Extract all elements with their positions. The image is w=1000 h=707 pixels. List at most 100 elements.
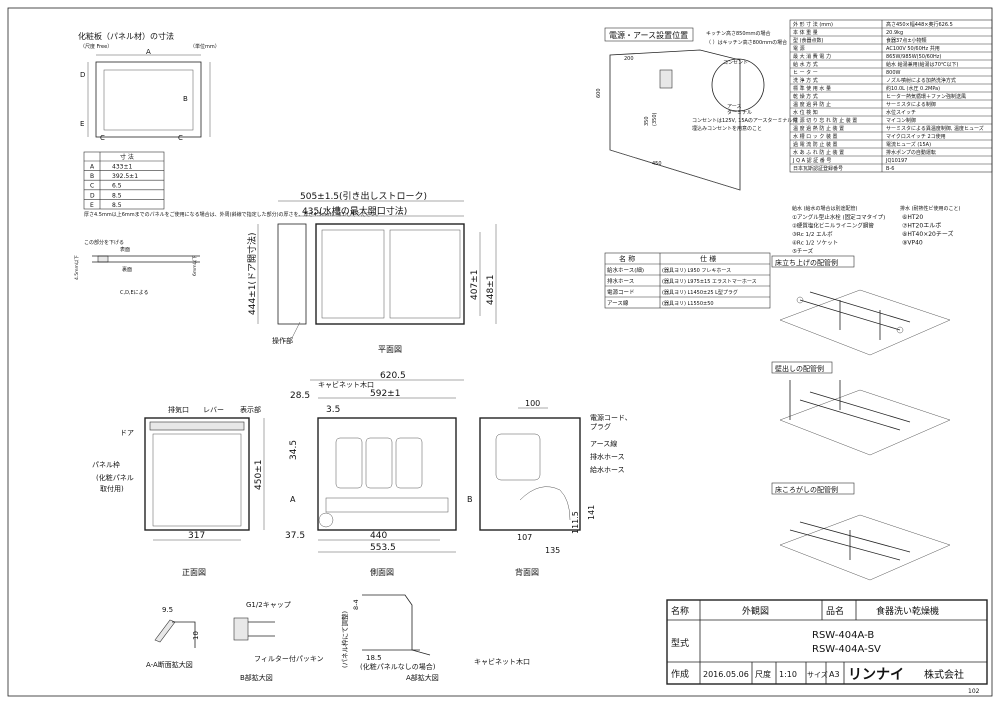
hose-row-name: アース線 (607, 299, 629, 307)
power-dim-350b: (350) (652, 113, 658, 126)
spec-row-label: 水 槽 ロ ッ ク 装 置 (793, 133, 838, 140)
panel-title: 化粧板（パネル材）の寸法 (78, 31, 174, 41)
tb-date-value: 2016.05.06 (703, 670, 749, 679)
hose-row-spec: (器具ヨリ) L1550±50 (662, 301, 714, 307)
side-title: 側面図 (370, 567, 394, 577)
front-door: ドア (120, 429, 134, 437)
plan-dim-right2: 448±1 (486, 275, 496, 305)
back-supply: 給水ホース (590, 465, 625, 474)
piping-floor-up-title: 床立ち上げの配管例 (775, 258, 838, 267)
aa-dim-10: 10 (192, 631, 200, 640)
tb-model-label: 型式 (671, 637, 689, 649)
aa-title: A-A断面拡大図 (146, 660, 193, 669)
detail-b: G1/2キャップ フィルター付パッキン B部拡大図 (233, 601, 324, 682)
side-dim-35: 3.5 (326, 405, 340, 415)
parts-drain-item: ⑧HT40×20チーズ (902, 230, 954, 238)
hose-row-name: 電源コード (607, 288, 635, 296)
panel-row-value: 8.5 (112, 192, 122, 199)
panel-row-key: B (90, 173, 94, 180)
panel-thick-left: 4.5mm以下 (74, 255, 80, 280)
panel-inner (103, 69, 194, 131)
panel-outer (95, 61, 202, 138)
power-outlet-zoom (711, 58, 765, 112)
parts-drain-title: 排水 (耐熱性ビ使用のこと) (900, 205, 961, 212)
parts-supply-item: ②硬質塩化ビニルライニング鋼管 (792, 222, 874, 230)
panel-lbl-c1: C (100, 134, 105, 142)
front-exhaust: 排気口 (168, 405, 189, 414)
front-panel-frame (152, 433, 242, 527)
parts-supply-title: 給水 (給水の場合は別途配管) (792, 205, 858, 212)
power-outlet-box (659, 69, 673, 89)
spec-row-label: 水 位 検 知 (793, 109, 818, 116)
panel-row-key: E (90, 202, 94, 209)
panel-surface: 表面 (120, 246, 130, 253)
panel-row-value: 8.5 (112, 202, 122, 209)
spec-row-value: 排水ポンプの自動運転 (886, 149, 936, 156)
side-body (317, 417, 457, 531)
spec-row-value: 給水 給湯兼用(給湯は70℃以下) (886, 61, 959, 68)
plan-dim-right: 407±1 (470, 270, 480, 300)
power-note4: 埋込みコンセントを用意のこと (692, 125, 762, 132)
tb-scale-label: 尺度 (755, 669, 771, 679)
side-dim-285: 28.5 (290, 391, 310, 401)
a-no-panel: (化粧パネルなしの場合) (360, 662, 436, 671)
spec-row-label: 過 電 流 防 止 装 置 (793, 141, 838, 148)
title-block: 名称 外観図 品名 食器洗い乾燥機 型式 RSW-404A-B RSW-404A… (666, 599, 988, 695)
power-note1: キッチン高さ850ｍｍの場合 (706, 30, 771, 37)
back-body (479, 417, 581, 531)
plan-rack-left (321, 229, 385, 319)
piping-floor-up: 床立ち上げの配管例 (771, 255, 951, 356)
plan-rack-right (389, 229, 461, 319)
spec-row-label: J Q A 認 証 番 号 (792, 157, 831, 164)
plan-dim-top2: 435(水槽の最大開口寸法) (302, 205, 407, 217)
sheet-border (7, 7, 993, 697)
a-cabinet-front: キャビネット木口 (474, 657, 530, 666)
back-earth: アース線 (590, 439, 617, 448)
hose-header-name: 名 称 (619, 254, 635, 263)
spec-row-value: 865W/985W(50/60Hz) (886, 54, 941, 60)
side-label-b: B (467, 495, 473, 504)
panel-section: 化粧板（パネル材）の寸法 （尺度 Free） （単位mm） A B C C D … (74, 31, 381, 296)
panel-row-key: D (90, 192, 95, 199)
side-dim-375: 37.5 (285, 531, 305, 541)
parts-drain-item: ⑥HT20 (902, 214, 923, 221)
power-title: 電源・アース設置位置 (609, 30, 688, 40)
spec-row-value: ヒーター熱気循環＋ファン強制送風 (886, 93, 966, 100)
front-body (144, 417, 250, 531)
panel-lbl-d: D (80, 71, 85, 79)
spec-row-label: 温 度 過 昇 防 止 (793, 101, 831, 108)
panel-row-key: C (90, 183, 94, 190)
spec-row-label: 電 源 切 り 忘 れ 防 止 装 置 (793, 117, 857, 124)
panel-thick-right: 6mm以下 (192, 255, 198, 276)
panel-lbl-e: E (80, 120, 84, 128)
parts-supply-item: ⑤チーズ (792, 247, 814, 255)
tb-page-no: 102 (968, 688, 980, 695)
hose-row-spec: (器具ヨリ) L975±15 エラストマーホース (662, 279, 757, 285)
spec-row-label: 標 準 使 用 水 量 (793, 85, 831, 92)
panel-note: 厚さ4.5mm以上6mmまでのパネルをご使用になる場合は、外周(斜線で指定した部… (84, 211, 381, 218)
piping-floor-korogashi: 床ころがしの配管例 (771, 482, 951, 581)
front-display-strip (149, 421, 245, 431)
b-filter: フィルター付パッキン (254, 654, 324, 663)
side-dim-total: 620.5 (380, 371, 406, 381)
spec-row-value: 電流ヒューズ (15A) (886, 141, 931, 148)
plan-handle: 操作部 (272, 336, 293, 345)
back-view: 100 電源コード、 プラグ アース線 排水ホース 給水ホース 111.5 14… (479, 399, 632, 577)
power-dim-200: 200 (624, 56, 634, 62)
front-view: 排気口 レバー 表示部 ドア パネル枠 (化粧パネル 取付用) 450±1 31… (92, 405, 265, 577)
a-dim-84: 8-4 (352, 599, 360, 610)
back-dim-100: 100 (525, 399, 540, 408)
panel-unit: （単位mm） (190, 43, 220, 50)
back-dim-1115: 111.5 (571, 511, 580, 534)
spec-row-label: 型 (食器点数) (793, 37, 824, 44)
parts-drain-item: ⑦HT20エルボ (902, 222, 941, 230)
spec-row-label: 日本瓦斯認証登録番号 (793, 165, 843, 172)
detail-a: (パネル枠にて調整) 8-4 18.5 (化粧パネルなしの場合) キャビネット木… (340, 594, 530, 682)
back-plug: プラグ (590, 422, 611, 431)
front-panel-note1: (化粧パネル (96, 473, 134, 482)
panel-material: （尺度 Free） (80, 43, 112, 50)
spec-row-label: 温 度 過 熱 防 止 装 置 (793, 125, 844, 132)
front-panel-frame-label: パネル枠 (92, 460, 120, 469)
